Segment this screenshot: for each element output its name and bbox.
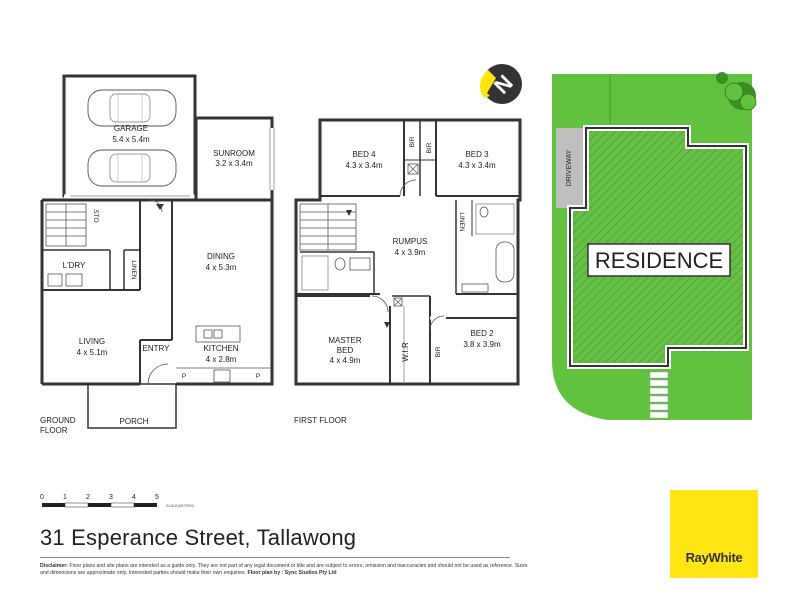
first-floor-walls bbox=[294, 118, 522, 386]
scale-tick-label: 0 bbox=[40, 494, 44, 501]
logo-text: RayWhite bbox=[685, 550, 743, 565]
stairs-icon bbox=[299, 203, 357, 251]
first-floor-plan: BED 4 4.3 x 3.4m BED 3 4.3 x 3.4m RUMPUS… bbox=[294, 118, 522, 425]
disclaimer-body: Floor plans and site plans are intended … bbox=[40, 563, 528, 576]
sunroom-size: 3.2 x 3.4m bbox=[215, 159, 253, 168]
pantry-left-label: P bbox=[182, 373, 186, 380]
car-icon bbox=[87, 89, 177, 127]
bed2-size: 3.8 x 3.9m bbox=[463, 340, 501, 349]
disclaimer-lead: Disclaimer: bbox=[40, 563, 68, 569]
wir-label: W.I.R bbox=[401, 342, 410, 362]
kitchen-size: 4 x 2.8m bbox=[206, 355, 237, 364]
sunroom-label: SUNROOM bbox=[213, 149, 255, 158]
toilet-icon bbox=[334, 257, 346, 271]
garage-label: GARAGE bbox=[114, 124, 148, 133]
divider bbox=[40, 557, 510, 558]
bir-bed2-label: BIR bbox=[435, 346, 442, 357]
north-arrow-icon: N bbox=[480, 64, 522, 104]
shower-icon bbox=[475, 203, 515, 235]
door-swing-icon bbox=[399, 179, 417, 197]
linen-label: LINEN bbox=[458, 212, 465, 231]
living-label: LIVING bbox=[79, 337, 105, 346]
rumpus-size: 4 x 3.9m bbox=[395, 248, 426, 257]
pantry-right-label: P bbox=[256, 373, 260, 380]
vanity-icon bbox=[461, 283, 489, 293]
toilet-icon bbox=[479, 206, 489, 218]
scale-tick-label: 4 bbox=[132, 494, 136, 501]
driveway-area bbox=[556, 128, 586, 208]
site-plan: DRIVEWAY RESIDENCE bbox=[552, 72, 757, 420]
garage-size: 5.4 x 5.4m bbox=[112, 135, 150, 144]
raywhite-logo: RayWhite bbox=[670, 490, 758, 578]
shower-icon bbox=[301, 255, 329, 291]
scale-unit-label: SCALE(METRES) bbox=[166, 504, 194, 508]
porch-label: PORCH bbox=[120, 417, 149, 426]
first-floor-label: FIRST FLOOR bbox=[294, 416, 347, 425]
bed2-label: BED 2 bbox=[470, 329, 494, 338]
laundry-label: L'DRY bbox=[63, 261, 86, 270]
dining-label: DINING bbox=[207, 252, 235, 261]
bed4-size: 4.3 x 3.4m bbox=[345, 161, 383, 170]
tree-icon bbox=[716, 72, 757, 111]
door-swing-icon bbox=[429, 315, 445, 331]
credit-name: : Sync Studios Pty Ltd bbox=[280, 570, 337, 576]
kitchen-label: KITCHEN bbox=[203, 344, 238, 353]
ground-floor-plan: GARAGE 5.4 x 5.4m SUNROOM 3.2 x 3.4m DIN… bbox=[40, 74, 275, 435]
linen-label: LINEN bbox=[130, 260, 137, 279]
rumpus-label: RUMPUS bbox=[393, 237, 428, 246]
bathtub-icon bbox=[495, 241, 515, 283]
scale-tick-label: 3 bbox=[109, 494, 113, 501]
master-size: 4 x 4.9m bbox=[330, 356, 361, 365]
stairs-icon bbox=[45, 203, 87, 247]
cooktop-icon bbox=[213, 369, 231, 383]
car-icon bbox=[87, 149, 177, 187]
scale-tick-label: 1 bbox=[63, 494, 67, 501]
bir-right-label: BIR bbox=[426, 142, 433, 153]
property-address: 31 Esperance Street, Tallawong bbox=[40, 525, 357, 550]
bed3-size: 4.3 x 3.4m bbox=[458, 161, 496, 170]
bed4-label: BED 4 bbox=[352, 150, 376, 159]
front-steps bbox=[649, 371, 669, 419]
porch-area bbox=[87, 383, 177, 429]
laundry-tub-icon bbox=[65, 273, 83, 287]
residence-label: RESIDENCE bbox=[595, 248, 723, 273]
washing-machine-icon bbox=[47, 273, 63, 287]
bed3-label: BED 3 bbox=[465, 150, 489, 159]
door-swing-icon bbox=[147, 363, 169, 385]
door-swing-icon bbox=[149, 199, 163, 213]
master-label: MASTER bbox=[328, 336, 362, 345]
door-swing-icon bbox=[371, 295, 389, 313]
entry-label: ENTRY bbox=[143, 344, 171, 353]
living-size: 4 x 5.1m bbox=[77, 348, 108, 357]
master-label-line2: BED bbox=[337, 346, 354, 355]
credit-lead: Floor plan by bbox=[247, 570, 281, 576]
scale-bar: 0 1 2 3 4 5 SCALE(METRES) bbox=[40, 494, 194, 508]
bir-left-label: BIR bbox=[409, 136, 416, 147]
residence-label-box bbox=[587, 243, 731, 277]
scale-tick-label: 5 bbox=[155, 494, 159, 501]
disclaimer-text: Disclaimer: Floor plans and site plans a… bbox=[40, 563, 530, 577]
scale-tick-label: 2 bbox=[86, 494, 90, 501]
vanity-icon bbox=[349, 257, 371, 271]
dining-size: 4 x 5.3m bbox=[206, 263, 237, 272]
driveway-label: DRIVEWAY bbox=[566, 149, 573, 186]
storage-label: STO bbox=[92, 209, 99, 222]
ground-floor-label-line1: GROUND bbox=[40, 416, 76, 425]
ground-floor-label-line2: FLOOR bbox=[40, 426, 68, 435]
